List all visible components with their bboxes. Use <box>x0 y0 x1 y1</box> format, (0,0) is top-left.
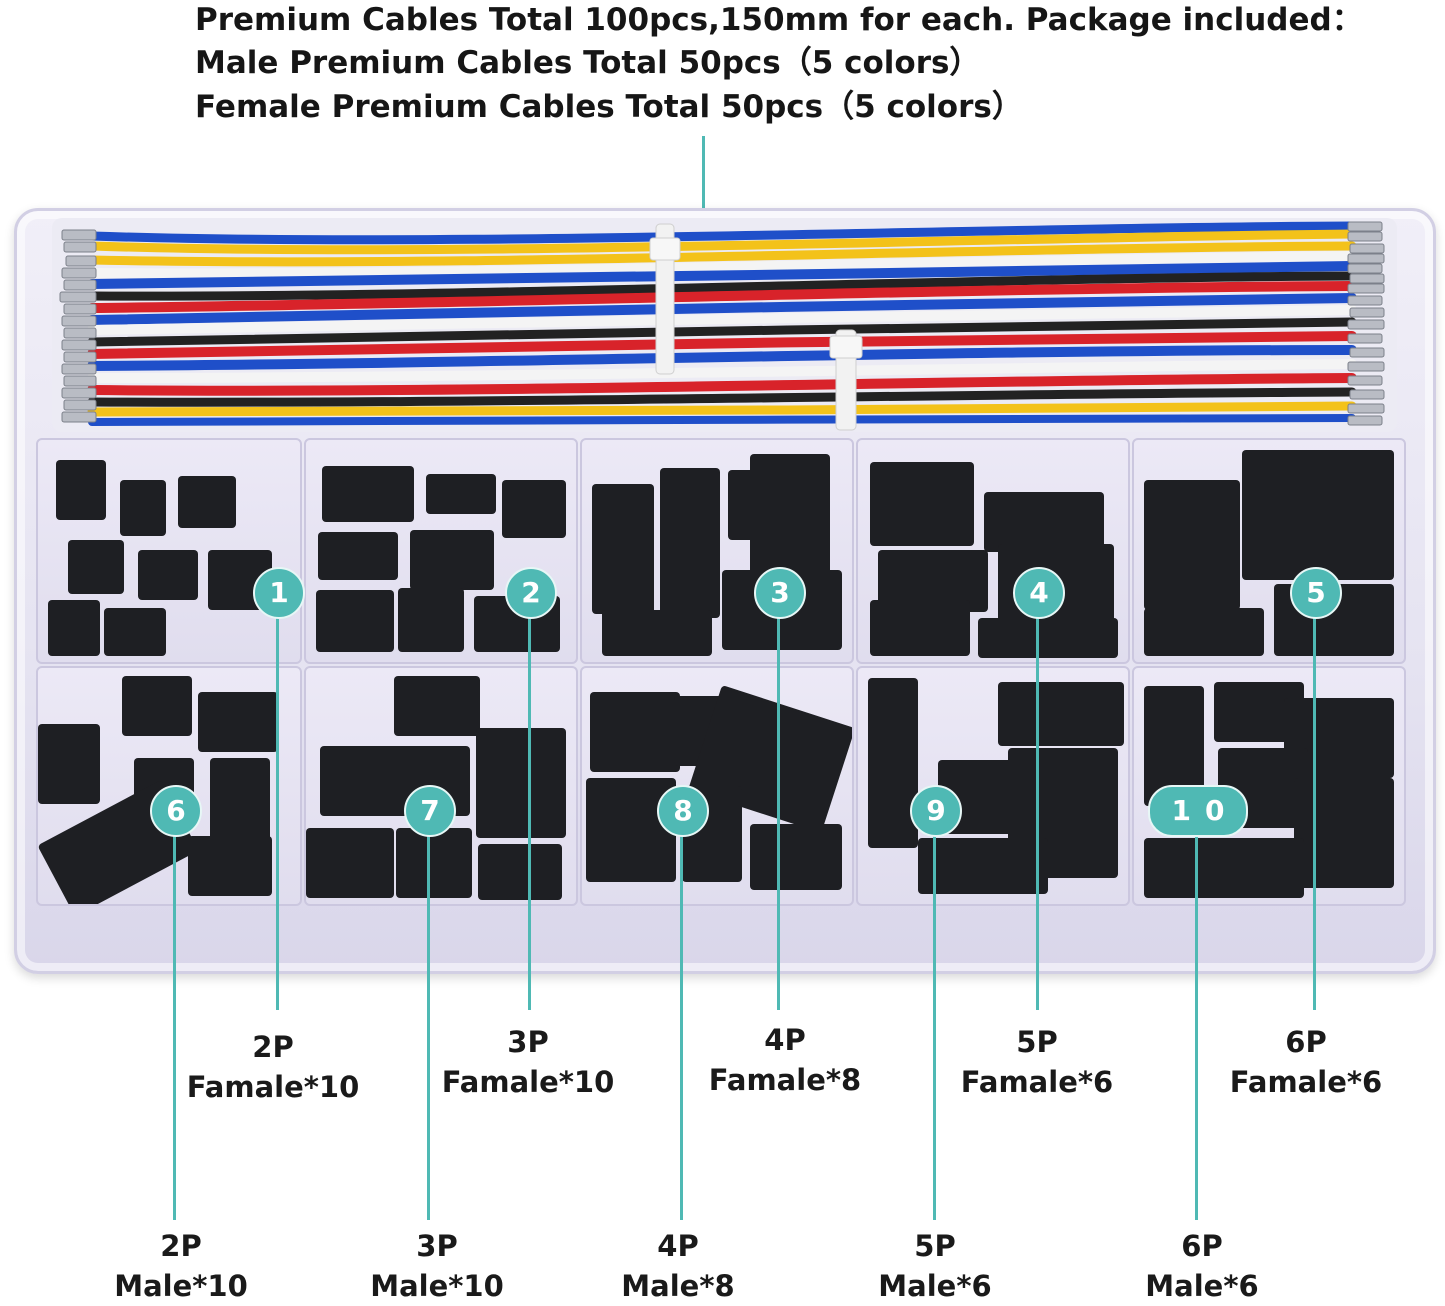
badge-6: 6 <box>150 785 202 837</box>
compartment-6p-female <box>1132 438 1406 664</box>
header-line-2: Male Premium Cables Total 50pcs（5 colors… <box>195 45 981 81</box>
label-7-part: 3P <box>416 1229 458 1263</box>
compartment-4p-male <box>580 666 854 906</box>
connector-image <box>870 462 1118 658</box>
label-10-part: 6P <box>1181 1229 1223 1263</box>
leader-line-5 <box>1313 600 1316 1010</box>
label-2-part: 3P <box>507 1025 549 1059</box>
connector-image <box>306 676 566 900</box>
connector-image <box>1144 450 1394 656</box>
label-5: 6P Famale*6 <box>1196 1022 1416 1102</box>
label-4-type: Famale*6 <box>960 1065 1114 1099</box>
label-10-type: Male*6 <box>1145 1269 1259 1303</box>
leader-line-10 <box>1195 820 1198 1220</box>
label-6-part: 2P <box>160 1229 202 1263</box>
connector-image <box>316 466 566 652</box>
label-7-type: Male*10 <box>370 1269 504 1303</box>
connector-image <box>592 454 842 656</box>
leader-line-8 <box>680 820 683 1220</box>
badge-1: 1 <box>253 567 305 619</box>
badge-3: 3 <box>754 567 806 619</box>
connector-image <box>1144 682 1394 898</box>
label-1-type: Famale*10 <box>186 1070 360 1104</box>
badge-10: 10 <box>1148 785 1248 837</box>
label-8-type: Male*8 <box>621 1269 735 1303</box>
label-2: 3P Famale*10 <box>418 1022 638 1102</box>
label-3: 4P Famale*8 <box>675 1020 895 1100</box>
leader-line-3 <box>777 600 780 1010</box>
leader-line-2 <box>528 600 531 1010</box>
wire-compartment <box>52 218 1397 432</box>
leader-line-1 <box>276 600 279 1010</box>
label-2-type: Famale*10 <box>441 1065 615 1099</box>
compartment-3p-male <box>304 666 578 906</box>
compartment-5p-female <box>856 438 1130 664</box>
connector-image <box>48 460 272 656</box>
label-9: 5P Male*6 <box>825 1226 1045 1306</box>
label-4-part: 5P <box>1016 1025 1058 1059</box>
label-9-type: Male*6 <box>878 1269 992 1303</box>
compartment-2p-female <box>36 438 302 664</box>
label-4: 5P Famale*6 <box>927 1022 1147 1102</box>
leader-line-7 <box>427 820 430 1220</box>
label-1: 2P Famale*10 <box>163 1027 383 1107</box>
label-5-type: Famale*6 <box>1229 1065 1383 1099</box>
label-1-part: 2P <box>252 1030 294 1064</box>
label-7: 3P Male*10 <box>327 1226 547 1306</box>
connector-image <box>586 686 852 890</box>
wire-bundle-image <box>59 221 1385 431</box>
compartment-4p-female <box>580 438 854 664</box>
label-8-part: 4P <box>657 1229 699 1263</box>
badge-4: 4 <box>1013 567 1065 619</box>
compartment-3p-female <box>304 438 578 664</box>
compartment-6p-male <box>1132 666 1406 906</box>
label-8: 4P Male*8 <box>568 1226 788 1306</box>
label-3-part: 4P <box>764 1023 806 1057</box>
badge-8: 8 <box>657 785 709 837</box>
leader-line-4 <box>1036 600 1039 1010</box>
badge-2: 2 <box>505 567 557 619</box>
label-5-part: 6P <box>1285 1025 1327 1059</box>
header-line-3: Female Premium Cables Total 50pcs（5 colo… <box>195 89 1023 125</box>
badge-5: 5 <box>1290 567 1342 619</box>
badge-7: 7 <box>404 785 456 837</box>
connector-image <box>868 678 1124 894</box>
label-6: 2P Male*10 <box>71 1226 291 1306</box>
header-line-1: Premium Cables Total 100pcs,150mm for ea… <box>195 2 1363 38</box>
label-9-part: 5P <box>914 1229 956 1263</box>
label-3-type: Famale*8 <box>708 1063 862 1097</box>
leader-line-9 <box>933 820 936 1220</box>
label-6-type: Male*10 <box>114 1269 248 1303</box>
label-10: 6P Male*6 <box>1092 1226 1312 1306</box>
leader-line-6 <box>173 820 176 1220</box>
compartment-5p-male <box>856 666 1130 906</box>
badge-9: 9 <box>910 785 962 837</box>
